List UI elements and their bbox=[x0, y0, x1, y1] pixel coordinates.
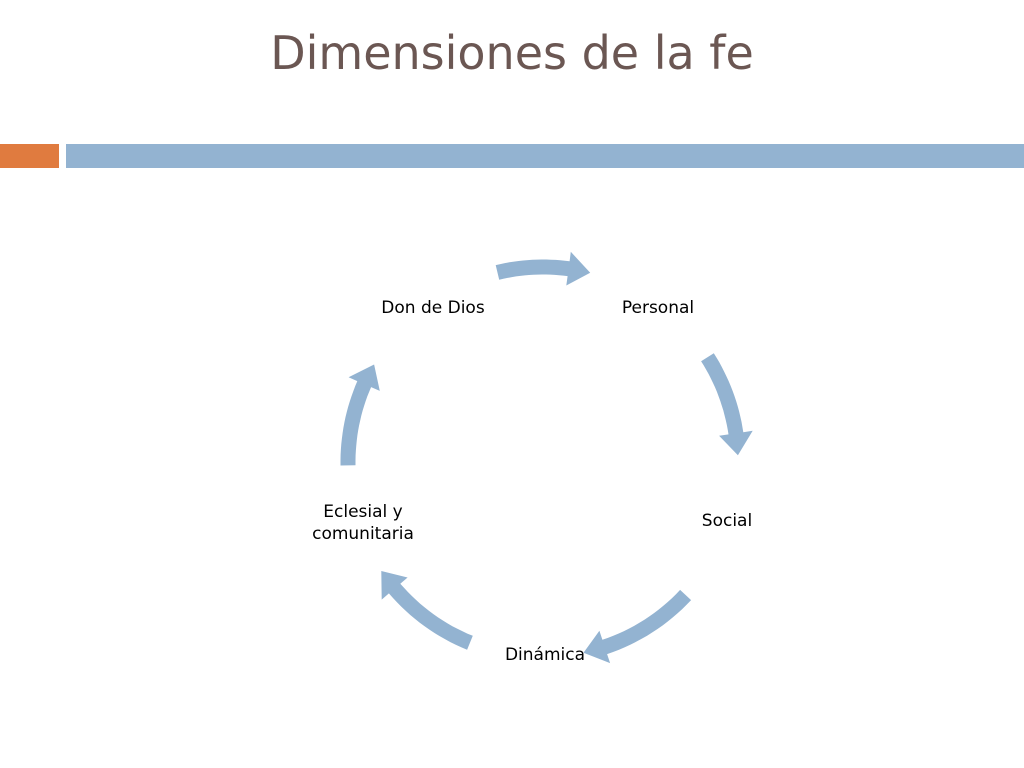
arrow-don-de-dios-to-personal bbox=[495, 251, 591, 286]
node-label-social: Social bbox=[701, 511, 753, 531]
node-label-dinamica: Dinámica bbox=[504, 645, 586, 665]
header-bar bbox=[66, 144, 1024, 168]
arrow-eclesial-to-don-de-dios bbox=[340, 364, 380, 466]
accent-bar bbox=[0, 144, 59, 168]
slide-title: Dimensiones de la fe bbox=[270, 26, 754, 80]
node-label-eclesial-y-comunitaria: Eclesial y comunitaria bbox=[312, 502, 414, 544]
node-label-personal: Personal bbox=[621, 298, 695, 318]
node-label-don-de-dios: Don de Dios bbox=[381, 298, 485, 318]
arrow-social-to-dinamica bbox=[583, 589, 692, 664]
arrow-dinamica-to-eclesial bbox=[381, 571, 473, 650]
arrow-personal-to-social bbox=[701, 353, 753, 456]
